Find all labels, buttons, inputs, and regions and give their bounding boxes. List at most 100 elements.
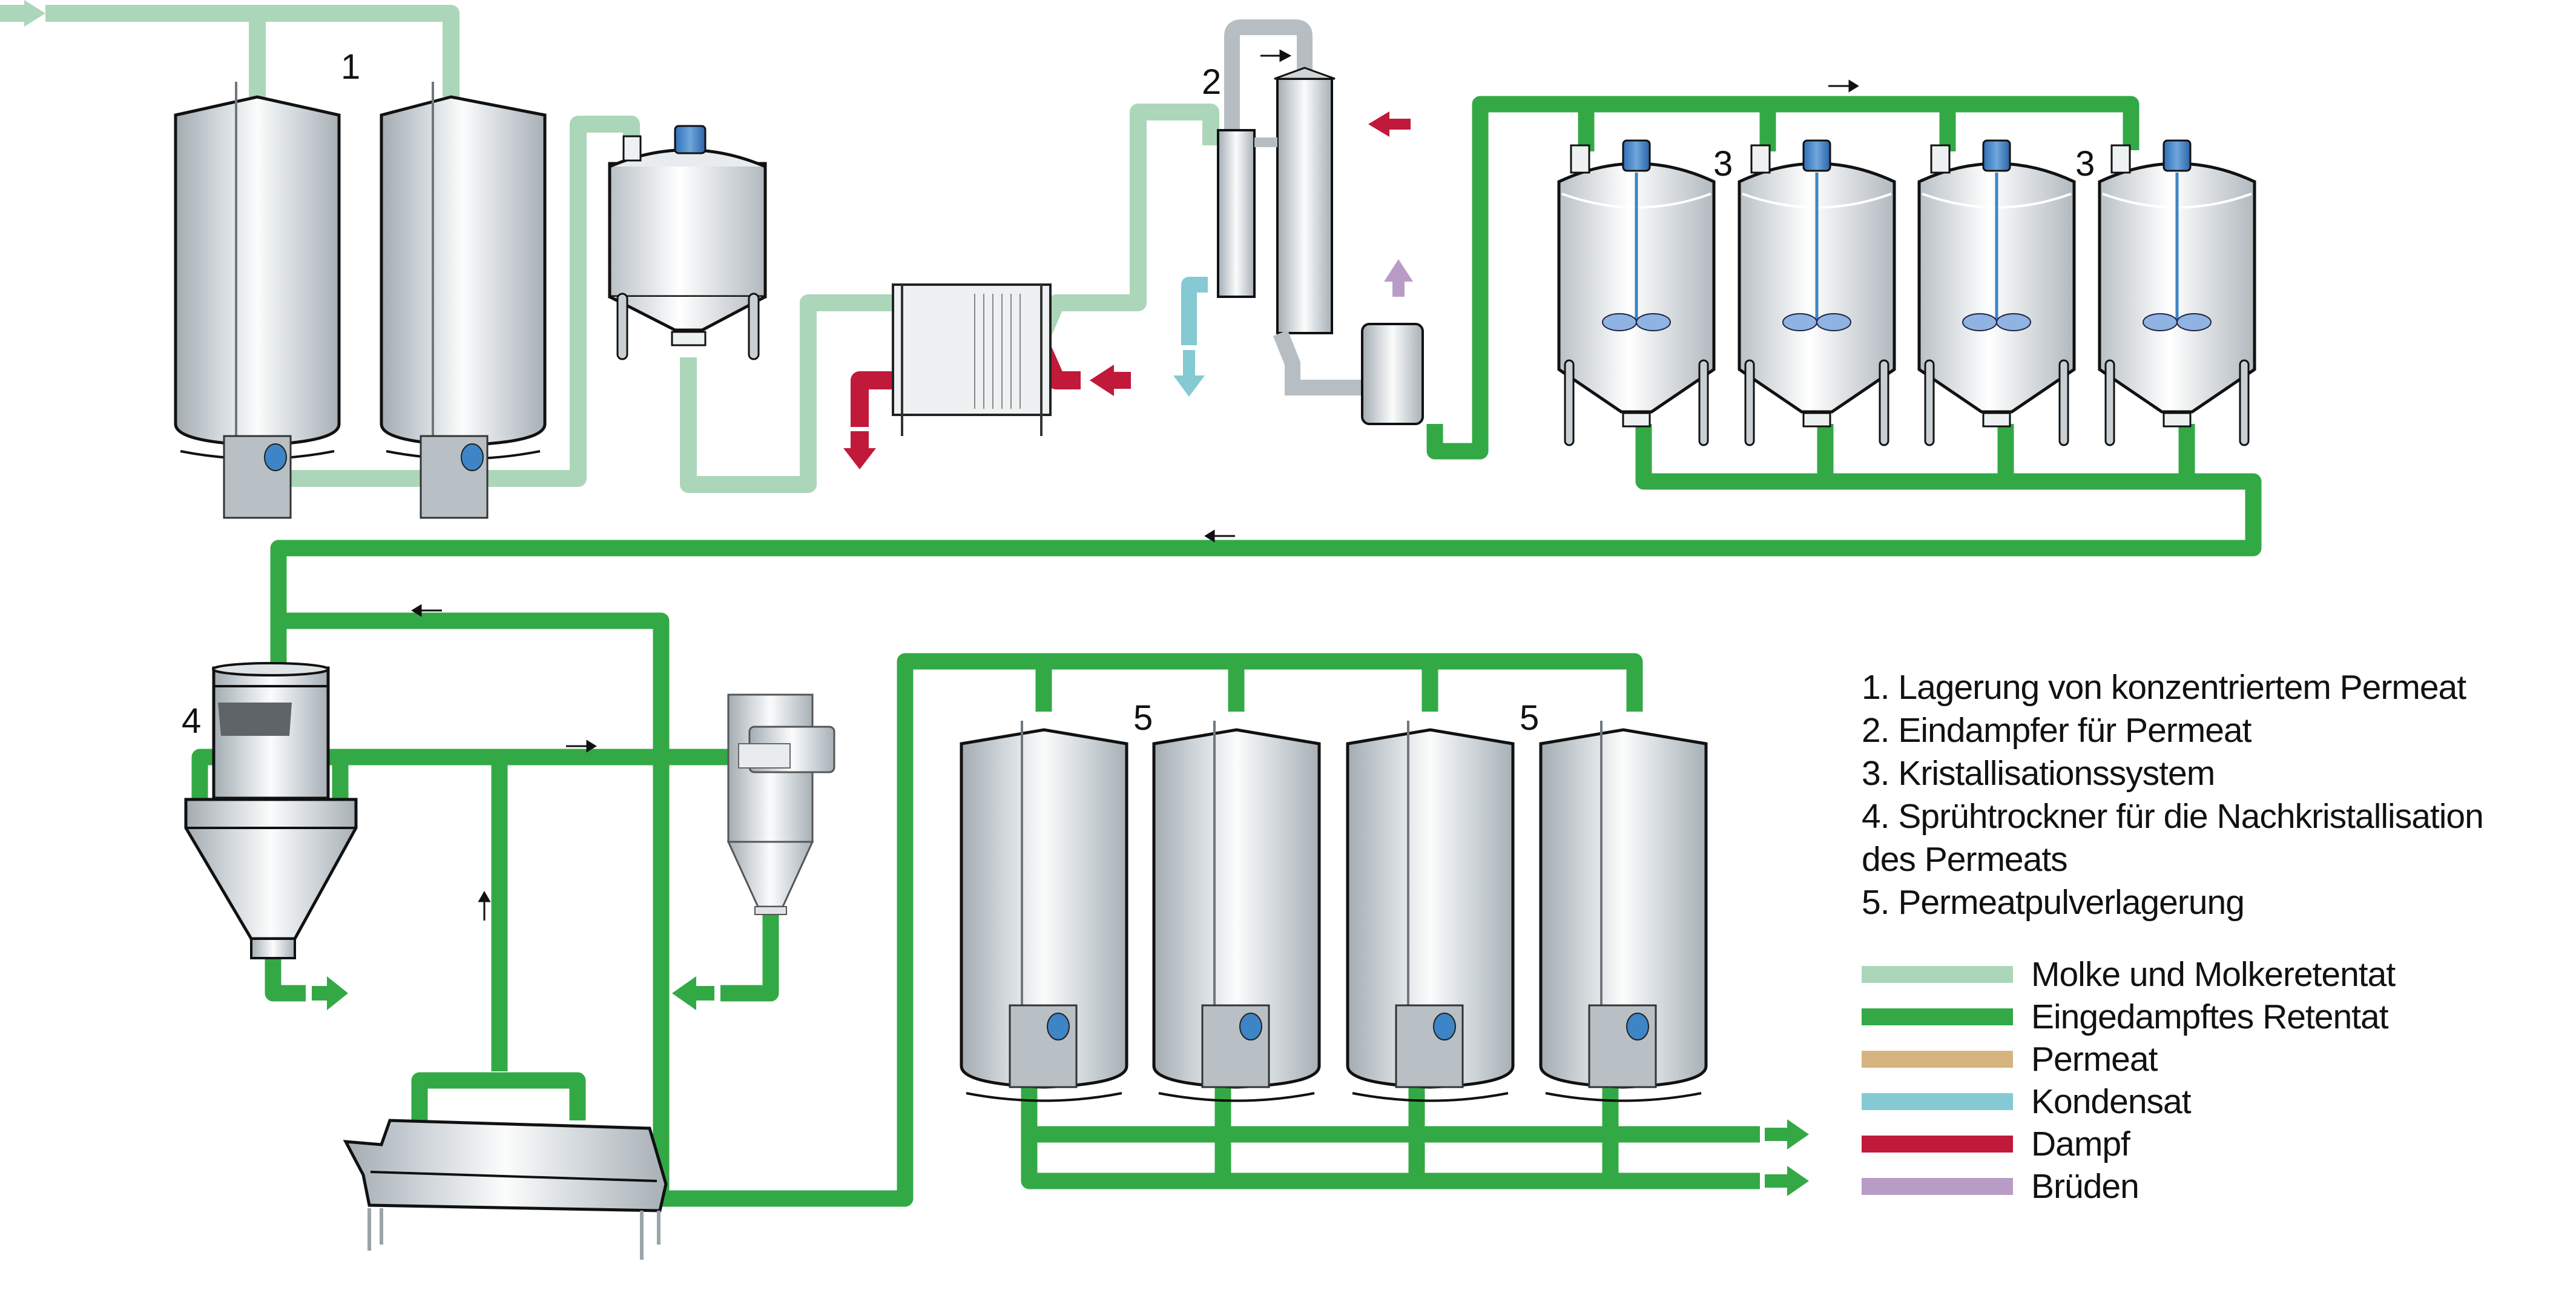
- impeller-icon: [1962, 313, 1997, 331]
- steam-in-arrow-evaporator: [1368, 111, 1411, 137]
- crystallizer-tank: [1917, 139, 2076, 446]
- crystallizer-tank: [1738, 139, 1896, 446]
- evaporator: [1217, 19, 1424, 425]
- legend-label: Brüden: [2031, 1167, 2140, 1206]
- retentate-cyclone-outlet: [720, 915, 779, 1002]
- whey-inlet-arrow: [0, 0, 45, 27]
- whey-inlet-pipe: [45, 5, 460, 97]
- process-step: 1. Lagerung von konzentriertem Permeat: [1862, 668, 2466, 707]
- process-step: 5. Permeatpulverlagerung: [1862, 883, 2245, 922]
- separator-vessel: [1361, 323, 1424, 425]
- legend-panel: 1. Lagerung von konzentriertem Permeat 2…: [1862, 666, 2570, 1208]
- flow-arrow-up-dryer: [478, 890, 491, 921]
- fluid-bed: [343, 1119, 668, 1260]
- tank-valve-icon: [1047, 1013, 1070, 1040]
- powder-storage-tank: [1539, 721, 1708, 1102]
- process-steps-list: 1. Lagerung von konzentriertem Permeat 2…: [1862, 666, 2570, 924]
- motor-icon: [674, 125, 707, 154]
- impeller-icon: [1996, 313, 2031, 331]
- fines-return-arrow: [672, 976, 714, 1010]
- legend-label: Kondensat: [2031, 1082, 2192, 1121]
- legend-swatch: [1862, 966, 2013, 983]
- color-legend: Molke und Molkeretentat Eingedampftes Re…: [1862, 953, 2570, 1208]
- fluidbed-in-arrow: [312, 976, 348, 1010]
- process-step: des Permeats: [1862, 840, 2068, 879]
- condenser-column: [1217, 129, 1256, 298]
- legend-swatch: [1862, 1051, 2013, 1068]
- impeller-icon: [2143, 313, 2178, 331]
- label-powder-storage-a: 5: [1133, 698, 1153, 738]
- legend-swatch: [1862, 1136, 2013, 1153]
- legend-label: Dampf: [2031, 1125, 2130, 1163]
- legend-item-vapour: Brüden: [1862, 1165, 2570, 1208]
- retentate-evaporator-to-crystallizers: [1426, 96, 2140, 460]
- powder-out-arrow-upper: [1765, 1119, 1809, 1149]
- agitator-motor-icon: [1622, 139, 1651, 172]
- label-crystallization-b: 3: [2075, 144, 2095, 184]
- impeller-icon: [2176, 313, 2212, 331]
- storage-tank-1b: [380, 82, 547, 519]
- crystallizer-tanks: [1557, 139, 2256, 446]
- steam-out-arrow-filter: [843, 431, 876, 469]
- spray-dryer: [184, 662, 358, 959]
- tank-valve-icon: [264, 443, 287, 471]
- tank-valve-icon: [461, 443, 484, 471]
- label-crystallization-a: 3: [1713, 144, 1733, 184]
- crystallizer-tank: [2098, 139, 2256, 446]
- tank-valve-icon: [1239, 1013, 1262, 1040]
- flow-arrow-evaporator: [1260, 49, 1292, 62]
- legend-item-condensate: Kondensat: [1862, 1080, 2570, 1123]
- flow-arrow-right-top: [1828, 79, 1859, 93]
- evaporator-column: [1276, 78, 1333, 334]
- agitator-motor-icon: [1802, 139, 1831, 172]
- label-powder-storage-b: 5: [1520, 698, 1539, 738]
- legend-label: Permeat: [2031, 1040, 2158, 1079]
- legend-label: Molke und Molkeretentat: [2031, 955, 2396, 994]
- powder-out-arrow-lower: [1765, 1166, 1809, 1196]
- legend-item-permeate: Permeat: [1862, 1038, 2570, 1080]
- vapour-out-arrow: [1384, 259, 1413, 297]
- tank-valve-icon: [1626, 1013, 1649, 1040]
- storage-tank-1a: [174, 82, 341, 519]
- retentate-dryer-outlet: [265, 958, 306, 1002]
- legend-item-steam: Dampf: [1862, 1123, 2570, 1165]
- legend-item-whey: Molke und Molkeretentat: [1862, 953, 2570, 996]
- legend-swatch: [1862, 1008, 2013, 1025]
- impeller-icon: [1816, 313, 1851, 331]
- flow-arrows: [411, 49, 1859, 921]
- impeller-icon: [1636, 313, 1671, 331]
- condensate-pipe: [1181, 277, 1208, 345]
- flow-arrow-left-dryer: [411, 604, 442, 617]
- label-spray-dryer: 4: [182, 701, 201, 741]
- powder-storage-tank: [960, 721, 1128, 1102]
- impeller-icon: [1602, 313, 1637, 331]
- process-step: 4. Sprühtrockner für die Nachkristallisa…: [1862, 797, 2484, 836]
- label-evaporator: 2: [1202, 62, 1221, 102]
- process-step: 3. Kristallisationssystem: [1862, 754, 2215, 793]
- plate-heat-exchanger: [892, 283, 1052, 436]
- flow-arrow-right-dryer: [566, 739, 597, 753]
- powder-storage-tanks: [960, 721, 1708, 1102]
- retentate-fines-return: [278, 612, 1643, 1207]
- agitator-motor-icon: [2163, 139, 2192, 172]
- cyclone: [726, 693, 835, 915]
- retentate-dryer-air-loop: [191, 749, 733, 799]
- powder-storage-tank: [1346, 721, 1515, 1102]
- crystallizer-tank: [1557, 139, 1716, 446]
- process-step: 2. Eindampfer für Permeat: [1862, 711, 2252, 750]
- retentate-crystallizer-collector: [270, 424, 2262, 672]
- retentate-pipes: [191, 96, 2262, 1207]
- retentate-powder-out-upper: [1021, 1042, 1760, 1189]
- legend-label: Eingedampftes Retentat: [2031, 997, 2389, 1036]
- flow-arrow-left-mid: [1204, 529, 1235, 543]
- tank-valve-icon: [1433, 1013, 1456, 1040]
- label-storage-tanks: 1: [341, 47, 360, 87]
- legend-swatch: [1862, 1178, 2013, 1195]
- retentate-fluidbed-manifold: [411, 1072, 586, 1120]
- legend-swatch: [1862, 1093, 2013, 1110]
- condensate-out-arrow: [1173, 350, 1205, 397]
- steam-in-arrow-filter: [1090, 365, 1131, 396]
- impeller-icon: [1782, 313, 1817, 331]
- legend-item-retentate: Eingedampftes Retentat: [1862, 996, 2570, 1038]
